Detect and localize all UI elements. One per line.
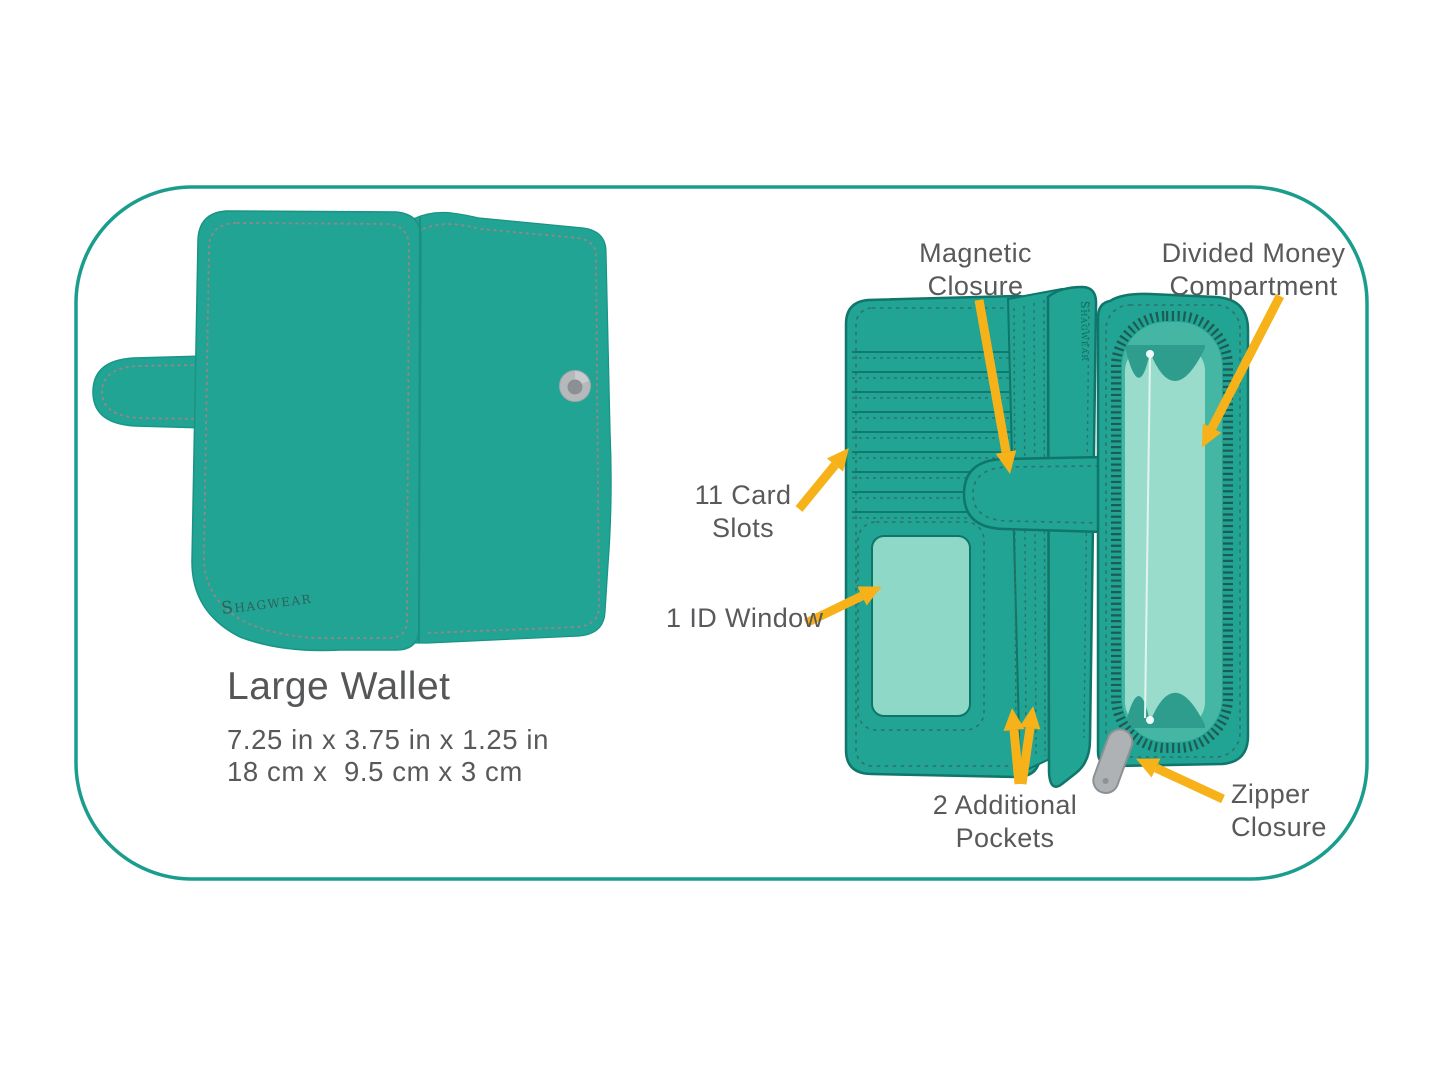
snap-button [559, 370, 591, 402]
money-compartment [1125, 345, 1205, 728]
label-magnetic-closure: Magnetic Closure [919, 238, 1032, 301]
id-pocket-stitching [857, 521, 985, 731]
dimensions-cm: 18 cm x 9.5 cm x 3 cm [227, 756, 523, 787]
product-title: Large Wallet [227, 665, 451, 708]
zipper-pull [1092, 728, 1134, 794]
bill-divider-line [1144, 355, 1151, 719]
rounded-border-frame [74, 185, 1369, 881]
closed-wallet-front-cover [191, 210, 422, 652]
front-cover-stitching [203, 222, 410, 640]
arrow-additional-pockets [1003, 706, 1041, 785]
label-card-slots: 11 Card Slots [694, 480, 792, 543]
zipper-teeth [1111, 311, 1233, 753]
fold-line [418, 216, 421, 644]
arrow-divided-money [1201, 293, 1285, 448]
divider-pin-bottom [1146, 716, 1154, 724]
closed-wallet-tab [92, 355, 206, 429]
label-additional-pockets: 2 Additional Pockets [932, 790, 1078, 853]
zipper-panel-stitching [1105, 304, 1241, 758]
open-wallet: Shagwear [844, 285, 1250, 794]
tab-stitching [101, 364, 201, 420]
pocket-stitch-lines [1013, 299, 1046, 763]
closed-wallet-back-panel [412, 211, 612, 644]
magnetic-closure-tab [962, 455, 1105, 534]
label-zipper-closure: Zipper Closure [1231, 779, 1327, 842]
arrow-card-slots [795, 448, 849, 512]
tab-stitching-open [972, 465, 1100, 524]
label-divided-money: Divided Money Compartment [1161, 238, 1346, 301]
callout-arrows [795, 293, 1285, 804]
arrow-zipper-closure [1136, 758, 1225, 804]
dimensions-inches: 7.25 in x 3.75 in x 1.25 in [227, 724, 549, 755]
label-id-window: 1 ID Window [666, 603, 824, 633]
closed-wallet: Shagwear [92, 210, 612, 652]
divider-page [1046, 285, 1098, 788]
divider-scallops [1125, 345, 1205, 728]
back-panel-stitching [422, 223, 600, 634]
divider-pin-top [1146, 350, 1154, 358]
brand-logo-vertical: Shagwear [1078, 301, 1092, 362]
panel-stitching [855, 307, 1031, 767]
id-window [871, 535, 971, 717]
arrow-magnetic-closure [974, 299, 1017, 474]
arrow-id-window [804, 586, 882, 628]
